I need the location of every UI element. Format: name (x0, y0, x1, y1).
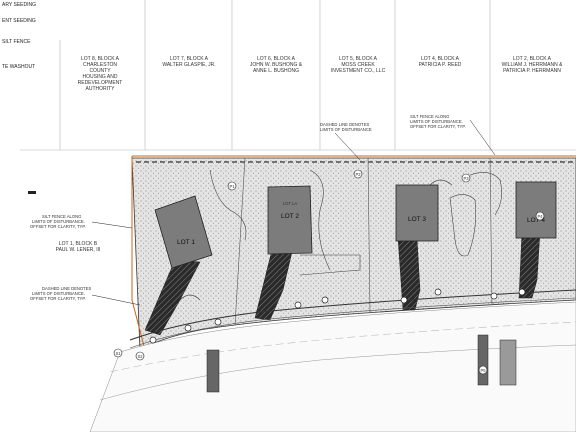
plan-markers: P1 P2 P3 P4 P5 S1 S2 (113, 169, 545, 375)
marker-p5: P5 (478, 365, 488, 375)
parcel-lot-6: LOT 6, BLOCK A JOHN W. BUSHONG & ANNE L.… (250, 56, 303, 74)
lot-3-label: LOT 3 (408, 216, 426, 223)
svg-text:LOT 1, BLOCK B: LOT 1, BLOCK B (59, 241, 98, 247)
svg-text:PATRICIA P. HERRMANN: PATRICIA P. HERRMANN (503, 68, 561, 74)
driveways (144, 231, 541, 336)
callout-silt-top: SILT FENCE ALONG LIMITS OF DISTURBANCE. … (410, 114, 496, 156)
marker-p1: P1 (227, 181, 237, 191)
road (89, 301, 576, 432)
svg-text:LIMITS OF DISTURBANCE.: LIMITS OF DISTURBANCE. (410, 119, 463, 124)
svg-text:DASHED LINE DENOTES: DASHED LINE DENOTES (320, 122, 370, 127)
parcel-lot-8: LOT 8, BLOCK A CHARLESTON COUNTY HOUSING… (78, 56, 123, 92)
svg-text:SILT FENCE ALONG: SILT FENCE ALONG (42, 214, 81, 219)
svg-text:LOT 2, BLOCK A: LOT 2, BLOCK A (513, 56, 552, 62)
svg-text:INVESTMENT CO., LLC: INVESTMENT CO., LLC (331, 68, 386, 74)
svg-text:PATRICIA P. REED: PATRICIA P. REED (419, 62, 462, 68)
marker-p3: P3 (461, 173, 471, 183)
marker-s1: S1 (113, 348, 123, 358)
buildings: LOT 1 LOT 2 LOT LA LOT 3 LOT 4 (154, 181, 557, 269)
svg-text:LIMITS OF DISTURBANCE.: LIMITS OF DISTURBANCE. (32, 291, 85, 296)
road-edge (99, 344, 576, 401)
svg-text:PAUL W. LENER, III: PAUL W. LENER, III (56, 247, 101, 253)
svg-text:JOHN W. BUSHONG &: JOHN W. BUSHONG & (250, 62, 303, 68)
svg-text:WALTER GLASPIE, JR.: WALTER GLASPIE, JR. (162, 62, 215, 68)
callout-dashed-left: DASHED LINE DENOTES LIMITS OF DISTURBANC… (30, 286, 141, 306)
svg-text:OFFSET FOR CLARITY, TYP.: OFFSET FOR CLARITY, TYP. (30, 296, 86, 301)
top-parcel-labels: LOT 8, BLOCK A CHARLESTON COUNTY HOUSING… (78, 56, 563, 92)
legend-item: TE WASHOUT (2, 64, 35, 70)
svg-text:OFFSET FOR CLARITY, TYP.: OFFSET FOR CLARITY, TYP. (30, 224, 86, 229)
parcel-lot-7: LOT 7, BLOCK A WALTER GLASPIE, JR. (162, 56, 215, 68)
svg-text:S2: S2 (137, 354, 143, 359)
parcel-lines (20, 0, 576, 151)
svg-text:WILLIAM J. HERRMANN &: WILLIAM J. HERRMANN & (502, 62, 564, 68)
lot-4-building: LOT 4 (515, 181, 557, 239)
lot-la-label: LOT LA (283, 201, 298, 206)
pipe-markers (149, 288, 526, 344)
svg-text:OFFSET FOR CLARITY, TYP.: OFFSET FOR CLARITY, TYP. (410, 124, 466, 129)
curb-line-back (129, 297, 576, 349)
svg-text:LIMITS OF DISTURBANCE: LIMITS OF DISTURBANCE (320, 127, 372, 132)
svg-text:HOUSING AND: HOUSING AND (82, 74, 117, 80)
lot-division-lines (234, 157, 493, 326)
svg-text:COUNTY: COUNTY (89, 68, 111, 74)
north-marker (28, 191, 36, 194)
svg-text:LOT 7, BLOCK A: LOT 7, BLOCK A (170, 56, 209, 62)
parcel-lot-5: LOT 5, BLOCK A MOSS CREEK INVESTMENT CO.… (331, 56, 386, 74)
svg-text:P3: P3 (463, 176, 469, 181)
svg-text:MOSS CREEK: MOSS CREEK (341, 62, 375, 68)
marker-p2: P2 (353, 169, 363, 179)
svg-text:ANNE L. BUSHONG: ANNE L. BUSHONG (253, 68, 299, 74)
callout-silt-left: SILT FENCE ALONG LIMITS OF DISTURBANCE. … (30, 214, 133, 229)
lot-3-building: LOT 3 (395, 184, 439, 242)
svg-text:S1: S1 (115, 351, 121, 356)
parcel-lot-4: LOT 4, BLOCK A PATRICIA P. REED (419, 56, 462, 68)
svg-text:SILT FENCE ALONG: SILT FENCE ALONG (410, 114, 449, 119)
legend-item: SILT FENCE (2, 39, 31, 45)
svg-text:LOT 8, BLOCK A: LOT 8, BLOCK A (81, 56, 120, 62)
svg-text:P5: P5 (480, 368, 486, 373)
svg-text:P4: P4 (537, 214, 543, 219)
svg-text:AUTHORITY: AUTHORITY (86, 86, 116, 92)
svg-text:LOT 6, BLOCK A: LOT 6, BLOCK A (257, 56, 296, 62)
lot-4-label: LOT 4 (527, 217, 545, 224)
svg-text:P2: P2 (355, 172, 361, 177)
legend-item: ARY SEEDING (2, 2, 36, 8)
callout-dashed-top: DASHED LINE DENOTES LIMITS OF DISTURBANC… (320, 122, 372, 161)
site-area (131, 157, 576, 351)
lot-1-label: LOT 1 (177, 239, 195, 246)
marker-p4: P4 (535, 211, 545, 221)
road-centerline (109, 321, 576, 373)
curb-line (129, 289, 576, 341)
utility-bars (206, 334, 517, 393)
lot-1-building: LOT 1 (154, 195, 213, 269)
svg-text:CHARLESTON: CHARLESTON (83, 62, 117, 68)
marker-s2: S2 (135, 351, 145, 361)
legend-item: ENT SEEDING (2, 18, 36, 24)
legend: ARY SEEDING ENT SEEDING SILT FENCE TE WA… (2, 2, 36, 70)
lot-2-label: LOT 2 (281, 213, 299, 220)
landscape-curves (179, 169, 502, 301)
lot-2-building: LOT 2 LOT LA (267, 185, 313, 255)
svg-text:DASHED LINE DENOTES: DASHED LINE DENOTES (42, 286, 92, 291)
svg-text:P1: P1 (229, 184, 235, 189)
svg-text:REDEVELOPMENT: REDEVELOPMENT (78, 80, 123, 86)
svg-text:LIMITS OF DISTURBANCE.: LIMITS OF DISTURBANCE. (32, 219, 85, 224)
parcel-lot-2: LOT 2, BLOCK A WILLIAM J. HERRMANN & PAT… (502, 56, 564, 74)
silt-fence-left (131, 156, 146, 351)
svg-text:LOT 5, BLOCK A: LOT 5, BLOCK A (339, 56, 378, 62)
left-parcel-label: LOT 1, BLOCK B PAUL W. LENER, III (56, 241, 101, 253)
svg-text:LOT 4, BLOCK A: LOT 4, BLOCK A (421, 56, 460, 62)
